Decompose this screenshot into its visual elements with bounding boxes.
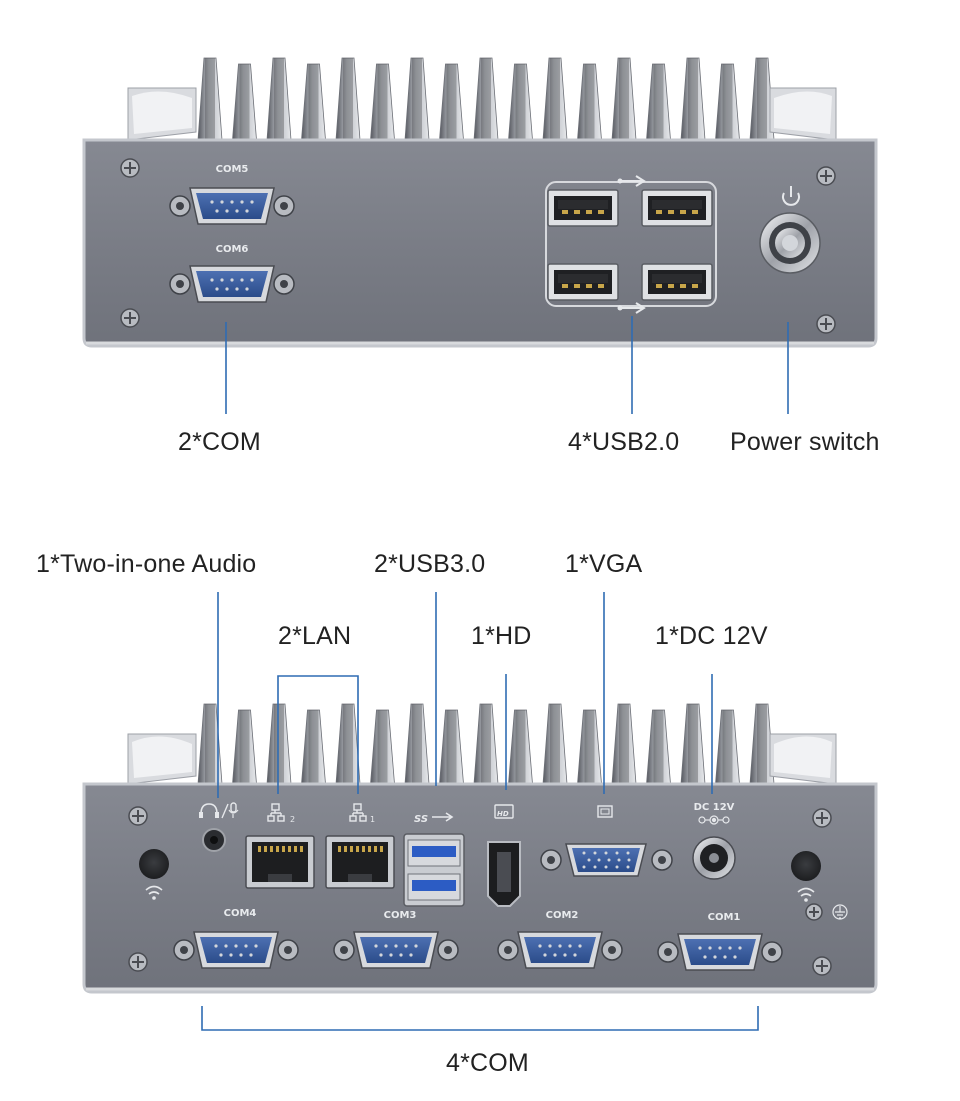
com1-label: COM1 bbox=[708, 912, 741, 923]
jack-screw-icon bbox=[333, 939, 355, 961]
usb2-port-group bbox=[545, 175, 717, 314]
usb-trident-icon bbox=[617, 302, 646, 314]
network-icon bbox=[349, 803, 367, 822]
callout-lan: 2*LAN bbox=[278, 622, 352, 650]
com4-label: COM4 bbox=[224, 908, 257, 919]
jack-screw-icon bbox=[437, 939, 459, 961]
top-leader-lines bbox=[225, 316, 789, 414]
hd-port bbox=[487, 841, 521, 907]
dc-jack bbox=[692, 836, 736, 880]
jack-screw-icon bbox=[540, 849, 562, 871]
bottom-heatsink-fins bbox=[197, 703, 775, 785]
svg-text:1: 1 bbox=[370, 815, 375, 824]
bottom-leader-lines bbox=[201, 592, 759, 1031]
com3-serial-port bbox=[333, 931, 459, 969]
svg-text:HD: HD bbox=[497, 810, 509, 818]
jack-screw-icon bbox=[273, 273, 295, 295]
jack-screw-icon bbox=[657, 941, 679, 963]
callout-usb3: 2*USB3.0 bbox=[374, 550, 486, 578]
usb2-port bbox=[547, 263, 619, 301]
callout-vga: 1*VGA bbox=[565, 550, 643, 578]
jack-screw-icon bbox=[173, 939, 195, 961]
com2-label: COM2 bbox=[546, 910, 579, 921]
panel-screw-icon bbox=[812, 956, 832, 976]
wifi-icon bbox=[797, 887, 815, 902]
com6-label: COM6 bbox=[216, 244, 249, 255]
callout-hd: 1*HD bbox=[471, 622, 532, 650]
com5-label: COM5 bbox=[216, 164, 249, 175]
ground-icon bbox=[832, 904, 848, 920]
usb3-icon: SS bbox=[414, 812, 454, 825]
svg-text:SS: SS bbox=[414, 814, 428, 825]
jack-screw-icon bbox=[761, 941, 783, 963]
panel-screw-icon bbox=[812, 808, 832, 828]
callout-4-usb2: 4*USB2.0 bbox=[568, 428, 680, 456]
jack-screw-icon bbox=[601, 939, 623, 961]
panel-screw-icon bbox=[128, 806, 148, 826]
usb2-port bbox=[641, 189, 713, 227]
dc-polarity-icon bbox=[698, 815, 730, 825]
top-chassis: COM5 COM6 bbox=[82, 57, 878, 348]
antenna-hole-right bbox=[791, 851, 821, 881]
headphone-mic-icon bbox=[199, 802, 239, 819]
dc-12v-label: DC 12V bbox=[694, 802, 735, 813]
usb3-port-stack bbox=[403, 833, 465, 907]
wifi-icon bbox=[145, 885, 163, 900]
top-heatsink-fins bbox=[197, 57, 775, 141]
jack-screw-icon bbox=[277, 939, 299, 961]
callout-dc-12v: 1*DC 12V bbox=[655, 622, 768, 650]
svg-text:2: 2 bbox=[290, 815, 295, 824]
jack-screw-icon bbox=[169, 195, 191, 217]
com3-label: COM3 bbox=[384, 910, 417, 921]
usb2-port bbox=[641, 263, 713, 301]
top-front-panel bbox=[82, 138, 878, 348]
audio-jack bbox=[202, 828, 226, 852]
com6-serial-port bbox=[169, 265, 295, 303]
callout-4-com-bottom: 4*COM bbox=[446, 1049, 529, 1077]
usb-trident-icon bbox=[617, 175, 646, 187]
lan-port-2 bbox=[245, 835, 315, 889]
com2-serial-port bbox=[497, 931, 623, 969]
usb2-port bbox=[547, 189, 619, 227]
jack-screw-icon bbox=[651, 849, 673, 871]
hd-display-icon: HD bbox=[494, 804, 514, 819]
monitor-icon bbox=[597, 805, 613, 818]
ground-screw-icon bbox=[805, 903, 823, 921]
panel-screw-icon bbox=[816, 314, 836, 334]
callout-2-com-top: 2*COM bbox=[178, 428, 261, 456]
callout-power-switch: Power switch bbox=[730, 428, 880, 456]
network-icon bbox=[267, 803, 285, 822]
panel-screw-icon bbox=[120, 308, 140, 328]
jack-screw-icon bbox=[497, 939, 519, 961]
power-switch bbox=[759, 186, 821, 274]
com5-serial-port bbox=[169, 187, 295, 225]
com4-serial-port bbox=[173, 931, 299, 969]
vga-port bbox=[540, 843, 673, 877]
jack-screw-icon bbox=[273, 195, 295, 217]
jack-screw-icon bbox=[169, 273, 191, 295]
callout-audio: 1*Two-in-one Audio bbox=[36, 550, 257, 578]
power-icon bbox=[782, 186, 800, 206]
antenna-hole-left bbox=[139, 849, 169, 879]
com1-serial-port bbox=[657, 933, 783, 971]
panel-screw-icon bbox=[128, 952, 148, 972]
panel-screw-icon bbox=[816, 166, 836, 186]
lan-port-1 bbox=[325, 835, 395, 889]
bottom-chassis: 2 1 SS HD bbox=[82, 703, 878, 994]
panel-screw-icon bbox=[120, 158, 140, 178]
